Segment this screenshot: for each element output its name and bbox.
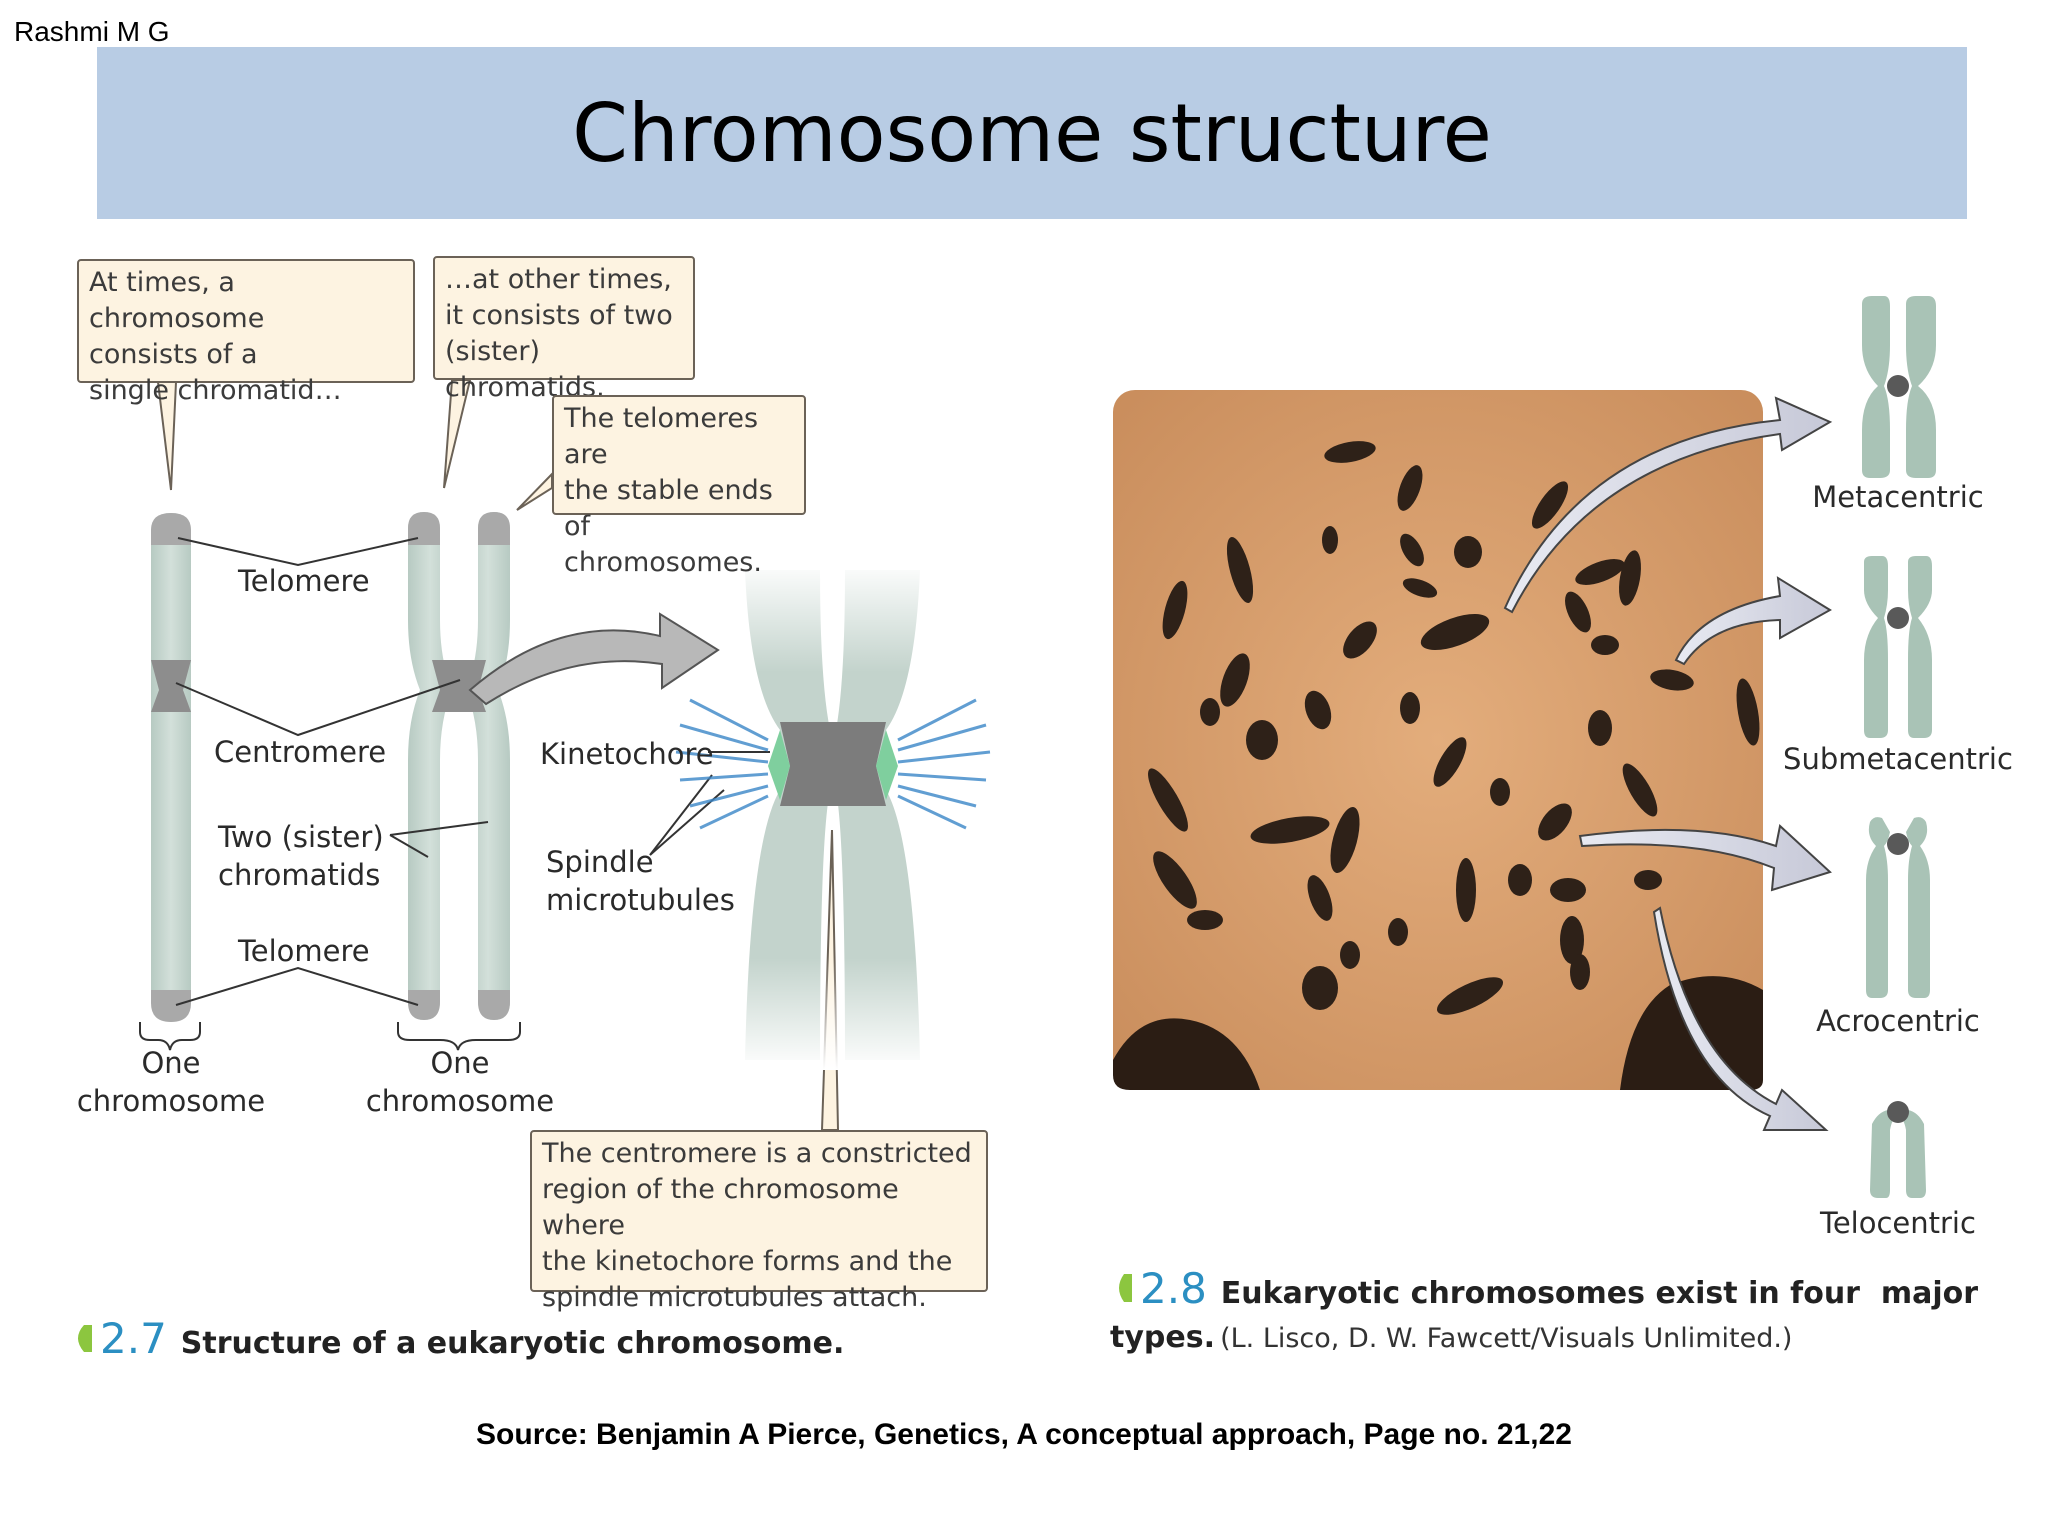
fig-2-8-title-end: types. [1110,1320,1215,1355]
arrow-to-acrocentric [1578,824,1832,892]
fig-2-7-number: 2.7 [100,1314,167,1363]
fig-2-7-title: Structure of a eukaryotic chromosome. [180,1326,845,1361]
label-submetacentric: Submetacentric [1783,742,2013,776]
callout-telomeres-line-2: the stable ends [564,475,773,506]
label-one-b: One [430,1046,490,1080]
label-spindle-line-1: Spindle [546,845,654,879]
zoom-arrow [468,612,720,706]
callout-single-line-2: consists of a [89,339,258,370]
author-name: Rashmi M G [14,16,170,47]
type-arrows [1503,396,1833,1131]
label-kinetochore: Kinetochore [540,737,714,771]
label-telomere-top: Telomere [238,564,370,598]
chromosome-micrograph [1113,390,1763,1090]
slide-title: Chromosome structure [572,86,1492,180]
callout-single-line-3: single chromatid… [89,375,342,406]
arrow-to-submetacentric [1674,576,1832,666]
fig-2-8-caption-line-1: 2.8 Eukaryotic chromosomes exist in four… [1140,1264,1978,1313]
telomere-cap-bottom-single [151,990,191,1022]
label-centromere: Centromere [214,735,387,769]
callout-single-line-1: At times, a chromosome [89,267,265,334]
callout-single-chromatid: At times, a chromosome consists of a sin… [77,259,415,406]
label-sister-line-2: chromatids [218,858,381,892]
leader-lines [139,537,770,1051]
callout-two-chromatids: …at other times, it consists of two (sis… [433,256,695,403]
fig-2-8-number: 2.8 [1140,1264,1207,1313]
callout-centromere-line-3: the kinetochore forms and the [542,1246,953,1277]
fig-2-7-caption: 2.7 Structure of a eukaryotic chromosome… [100,1314,844,1363]
two-chromatid-chromosome [408,512,510,1020]
single-chromatid-chromosome [151,513,191,1022]
label-chromosome-b: chromosome [365,1084,555,1118]
callout-telomeres-line-1: The telomeres are [564,403,759,470]
callout-two-line-1: …at other times, [445,264,672,295]
label-acrocentric: Acrocentric [1816,1004,1980,1038]
callout-centromere-line-1: The centromere is a constricted [542,1138,972,1169]
kinetochore-zoom [675,560,991,1070]
label-telocentric: Telocentric [1820,1206,1976,1240]
callout-centromere: The centromere is a constricted region o… [530,1130,988,1313]
fig-2-8-title: Eukaryotic chromosomes exist in four maj… [1220,1276,1979,1311]
fig-mark-2-8 [1119,1274,1132,1302]
callout-two-line-2: it consists of two [445,300,673,331]
callout-centromere-line-2: region of the chromosome where [542,1174,899,1241]
label-metacentric: Metacentric [1812,480,1984,514]
label-one-a: One [141,1046,201,1080]
callout-telomeres: The telomeres are the stable ends of chr… [552,395,806,578]
label-spindle-line-2: microtubules [546,883,735,917]
centromere-single [151,660,191,712]
telocentric-diagram [1870,1101,1926,1198]
submetacentric-diagram [1864,556,1932,738]
label-telomere-bottom: Telomere [238,934,370,968]
acrocentric-diagram [1866,817,1930,998]
chromosome-blobs [1148,441,1760,1015]
metacentric-diagram [1862,296,1936,478]
arrow-to-telocentric [1652,906,1829,1131]
fig-2-8-caption-line-2: types. (L. Lisco, D. W. Fawcett/Visuals … [1110,1320,1792,1355]
fig-2-8-credit: (L. Lisco, D. W. Fawcett/Visuals Unlimit… [1220,1323,1793,1354]
title-banner: Chromosome structure [97,47,1967,219]
callout-telomeres-line-3: of chromosomes. [564,511,762,578]
callout-centromere-line-4: spindle microtubules attach. [542,1282,927,1313]
label-sister-line-1: Two (sister) [218,820,384,854]
centromere-double [432,660,486,712]
telomere-cap-top-single [151,513,191,545]
source-citation: Source: Benjamin A Pierce, Genetics, A c… [476,1418,1572,1451]
label-chromosome-a: chromosome [76,1084,266,1118]
arrow-to-metacentric [1503,396,1833,614]
